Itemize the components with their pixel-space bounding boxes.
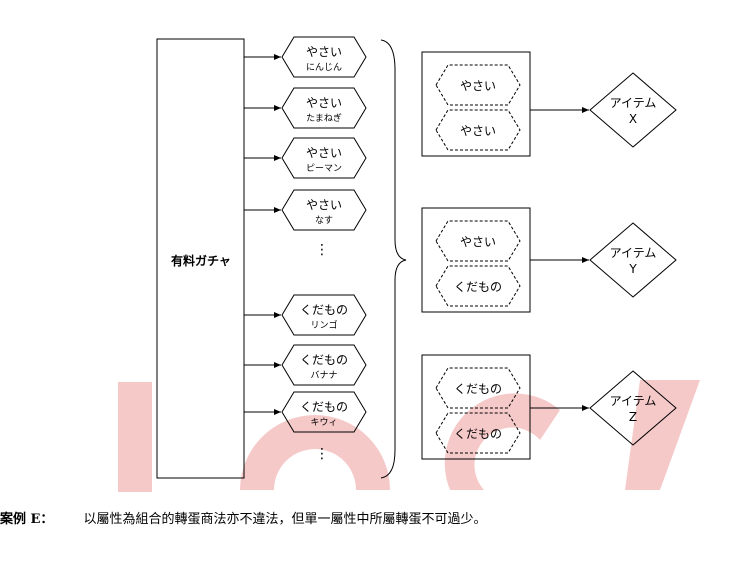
- caption: 案例 E： 以屬性為組合的轉蛋商法亦不違法，但單一屬性中所屬轉蛋不可過少。: [0, 508, 486, 527]
- caption-label: 案例 E：: [0, 512, 54, 527]
- category-label: やさい: [306, 146, 342, 160]
- item-label: にんじん: [306, 62, 342, 73]
- slot-label: くだもの: [454, 427, 502, 441]
- slot-hexagon: [435, 220, 521, 262]
- slot-hexagon: [435, 412, 521, 454]
- slot-hexagon: [435, 109, 521, 151]
- hexagon: [281, 391, 367, 433]
- result-label: アイテム: [610, 246, 657, 260]
- category-label: くだもの: [300, 353, 348, 367]
- paid-gacha-label: 有料ガチャ: [171, 253, 231, 268]
- result-id: Z: [629, 410, 637, 424]
- result-label: アイテム: [610, 96, 657, 110]
- slot-label: くだもの: [454, 382, 502, 396]
- hexagon: [281, 87, 367, 129]
- hexagon: [281, 189, 367, 231]
- item-label: ピーマン: [306, 163, 342, 174]
- slot-hexagon: [435, 64, 521, 106]
- slot-label: くだもの: [454, 280, 502, 294]
- category-label: やさい: [306, 45, 342, 59]
- combo-box: [421, 354, 531, 460]
- grouping-brace: [380, 39, 407, 479]
- category-label: くだもの: [300, 400, 348, 414]
- combo-box: [421, 207, 531, 313]
- result-diamond: [589, 370, 677, 446]
- ellipsis-fruits: ⋮: [315, 446, 329, 462]
- result-label: アイテム: [610, 394, 657, 408]
- item-label: なす: [315, 215, 333, 226]
- hexagon: [281, 36, 367, 78]
- hexagon: [281, 294, 367, 336]
- result-id: Y: [628, 262, 637, 276]
- category-label: やさい: [306, 96, 342, 110]
- result-diamond: [589, 72, 677, 148]
- slot-label: やさい: [460, 124, 496, 138]
- slot-hexagon: [435, 265, 521, 307]
- slot-label: やさい: [460, 235, 496, 249]
- caption-text: 以屬性為組合的轉蛋商法亦不違法，但單一屬性中所屬轉蛋不可過少。: [83, 512, 487, 527]
- item-label: バナナ: [310, 370, 337, 381]
- ellipsis-vegetables: ⋮: [315, 242, 329, 258]
- hexagon: [281, 344, 367, 386]
- category-label: やさい: [306, 198, 342, 212]
- result-id: X: [629, 112, 637, 126]
- slot-label: やさい: [460, 79, 496, 93]
- paid-gacha-box: [156, 38, 245, 479]
- result-diamond: [589, 222, 677, 298]
- category-label: くだもの: [300, 303, 348, 317]
- hexagon: [281, 137, 367, 179]
- watermark: [118, 380, 700, 492]
- slot-hexagon: [435, 367, 521, 409]
- item-label: リンゴ: [310, 319, 337, 331]
- item-label: たまねぎ: [306, 112, 342, 124]
- combo-box: [421, 51, 531, 157]
- item-label: キウィ: [310, 417, 337, 428]
